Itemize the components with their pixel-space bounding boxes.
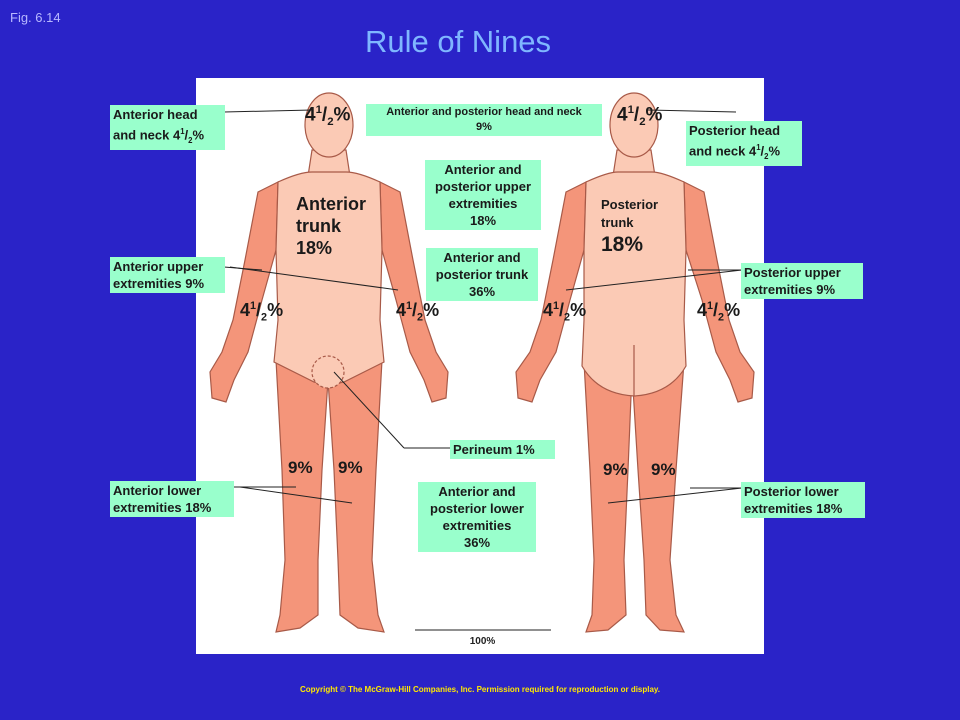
posterior-left-arm xyxy=(515,181,587,403)
leader-lines xyxy=(223,109,743,631)
posterior-body xyxy=(515,92,755,633)
posterior-left-leg xyxy=(583,361,633,633)
label-lower-total: Anterior and posterior lower extremities… xyxy=(418,482,536,552)
label-posterior-upper: Posterior upper extremities 9% xyxy=(741,263,863,299)
anterior-left-arm-percent: 41/2% xyxy=(240,300,284,324)
label-upper-total: Anterior and posterior upper extremities… xyxy=(425,160,541,230)
label-posterior-head: Posterior head and neck 41/2% xyxy=(686,121,802,166)
anterior-right-arm-percent: 41/2% xyxy=(396,300,440,324)
total-percent: 100% xyxy=(469,636,496,647)
posterior-left-arm-percent: 41/2% xyxy=(543,300,587,324)
label-anterior-lower: Anterior lower extremities 18% xyxy=(110,481,234,517)
posterior-right-arm-percent: 41/2% xyxy=(697,300,741,324)
label-head-neck-total: Anterior and posterior head and neck 9% xyxy=(366,104,602,136)
anterior-head xyxy=(304,92,354,158)
label-anterior-head: Anterior head and neck 41/2% xyxy=(110,105,225,150)
label-anterior-upper: Anterior upper extremities 9% xyxy=(110,257,225,293)
posterior-head-percent: 41/2% xyxy=(617,104,663,129)
copyright-notice: Copyright © The McGraw-Hill Companies, I… xyxy=(299,685,661,694)
label-trunk-total: Anterior and posterior trunk 36% xyxy=(426,248,538,301)
posterior-left-leg-percent: 9% xyxy=(603,460,628,479)
posterior-trunk xyxy=(581,171,687,397)
posterior-trunk-label: Posterior trunk 18% xyxy=(601,197,659,256)
anterior-body xyxy=(209,92,449,633)
posterior-right-leg-percent: 9% xyxy=(651,460,676,479)
perineum-region xyxy=(311,355,345,389)
label-perineum: Perineum 1% xyxy=(450,440,555,459)
anterior-right-arm xyxy=(379,181,449,403)
posterior-right-arm xyxy=(683,181,755,403)
label-posterior-lower: Posterior lower extremities 18% xyxy=(741,482,865,518)
page-title: Rule of Nines xyxy=(364,24,552,59)
anterior-trunk-label: Anterior trunk 18% xyxy=(296,194,367,258)
anterior-head-percent: 41/2% xyxy=(305,104,351,129)
anterior-right-leg xyxy=(327,359,385,633)
anterior-right-leg-percent: 9% xyxy=(338,458,363,477)
figure-label: Fig. 6.14 xyxy=(10,10,61,25)
anterior-left-leg-percent: 9% xyxy=(288,458,313,477)
anterior-left-arm xyxy=(209,181,279,403)
posterior-head xyxy=(609,92,659,158)
